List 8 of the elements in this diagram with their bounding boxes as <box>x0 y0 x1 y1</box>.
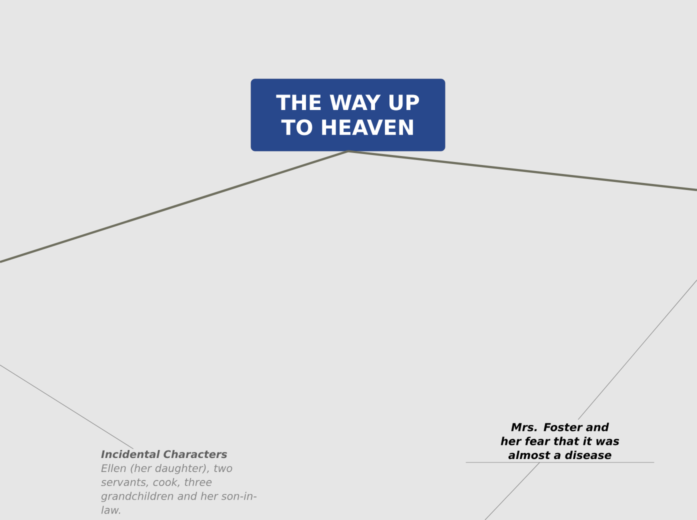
topic-note: Incidental Characters Ellen (her daughter), two servants, cook, three grandchildren and her son-in-law. <box>101 450 257 514</box>
connector-line <box>578 280 697 420</box>
topic-node: Mrs. Foster and her fear that it was almost a disease <box>465 422 655 463</box>
connector-line <box>0 364 134 450</box>
connector-line <box>348 150 697 192</box>
connector-line <box>0 150 348 264</box>
title-box: THE WAY UP TO HEAVEN <box>250 78 446 152</box>
connector-line <box>484 462 540 520</box>
